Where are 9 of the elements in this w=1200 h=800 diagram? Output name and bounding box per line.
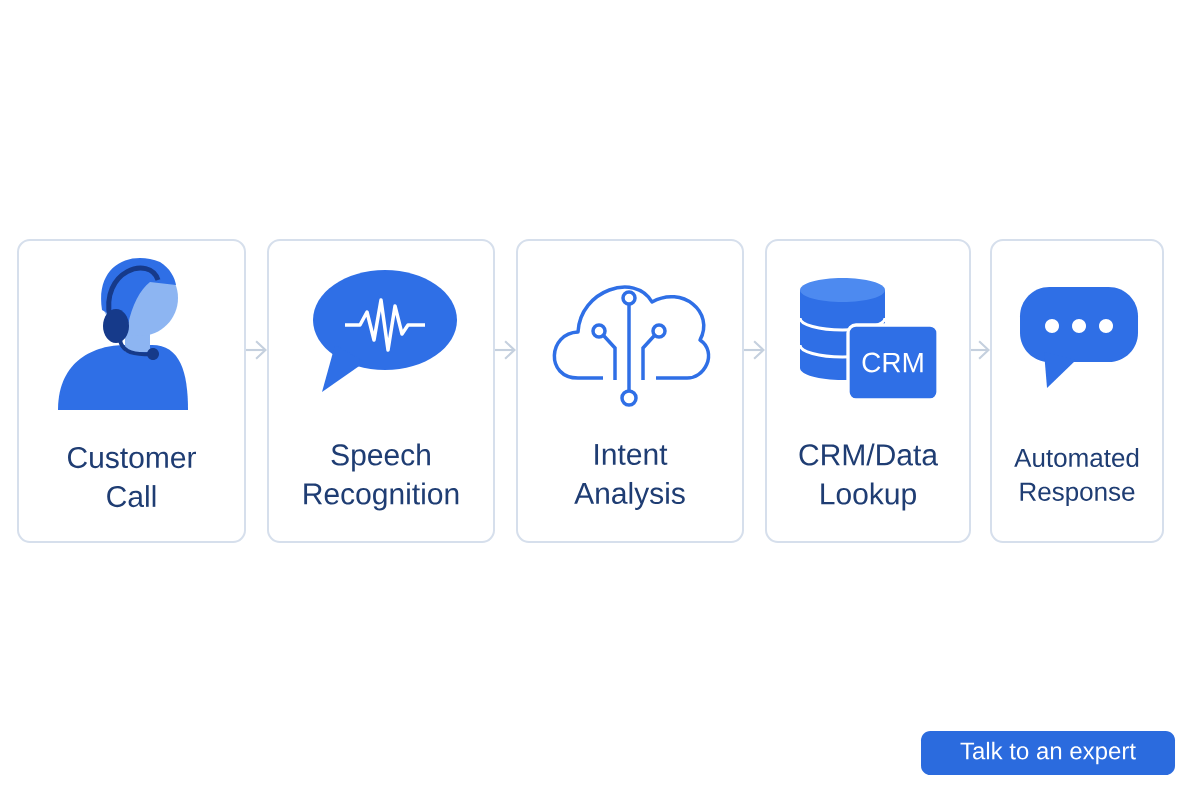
step-card: Customer Call	[17, 239, 246, 543]
arrow	[744, 340, 765, 360]
crm-badge: CRM	[846, 323, 940, 402]
step-card: Speech Recognition	[267, 239, 495, 543]
arrow	[495, 340, 516, 360]
step-card: Automated Response	[990, 239, 1164, 543]
arrow	[246, 340, 267, 360]
step-card: Intent Analysis	[516, 239, 744, 543]
expert-button: Talk to an expert	[921, 731, 1175, 775]
